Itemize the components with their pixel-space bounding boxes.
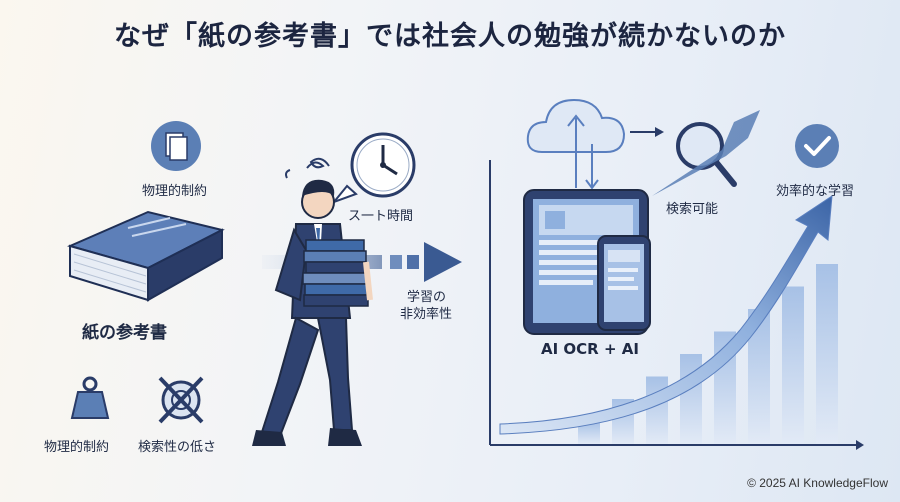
phone-icon	[597, 235, 651, 331]
chart-axes	[489, 160, 864, 450]
weight-icon	[70, 376, 110, 419]
cloud-icon	[526, 98, 664, 190]
growth-bar	[646, 376, 668, 444]
check-badge-icon	[795, 124, 839, 168]
physical-constraint-label-bottom: 物理的制約	[44, 440, 110, 455]
page-title: なぜ「紙の参考書」では社会人の勉強が続かないのか	[114, 21, 786, 52]
searchable-label: 検索可能	[666, 202, 719, 217]
ai-ocr-label: AI OCR + AI	[541, 340, 639, 358]
inefficiency-label-1: 学習の	[407, 290, 447, 305]
businessman-illustration	[252, 157, 373, 446]
clock-label: ス一ト時間	[348, 209, 414, 224]
growth-bar	[816, 264, 838, 444]
copyright: © 2025 AI KnowledgeFlow	[747, 476, 888, 490]
document-icon	[151, 121, 201, 171]
inefficiency-label-2: 非効率性	[400, 307, 453, 322]
growth-bar	[748, 309, 770, 444]
growth-bar	[578, 421, 600, 444]
physical-constraint-label-top: 物理的制約	[142, 184, 208, 199]
magnifier-icon	[652, 110, 760, 196]
crossed-search-icon	[158, 376, 204, 424]
book-icon	[67, 210, 225, 302]
paper-book-label: 紙の参考書	[82, 323, 167, 343]
clock-icon	[330, 132, 416, 205]
growth-bar	[782, 286, 804, 444]
efficient-learning-label: 効率的な学習	[776, 184, 855, 199]
low-searchability-label: 検索性の低さ	[138, 440, 217, 455]
growth-arrow-icon	[499, 195, 833, 435]
